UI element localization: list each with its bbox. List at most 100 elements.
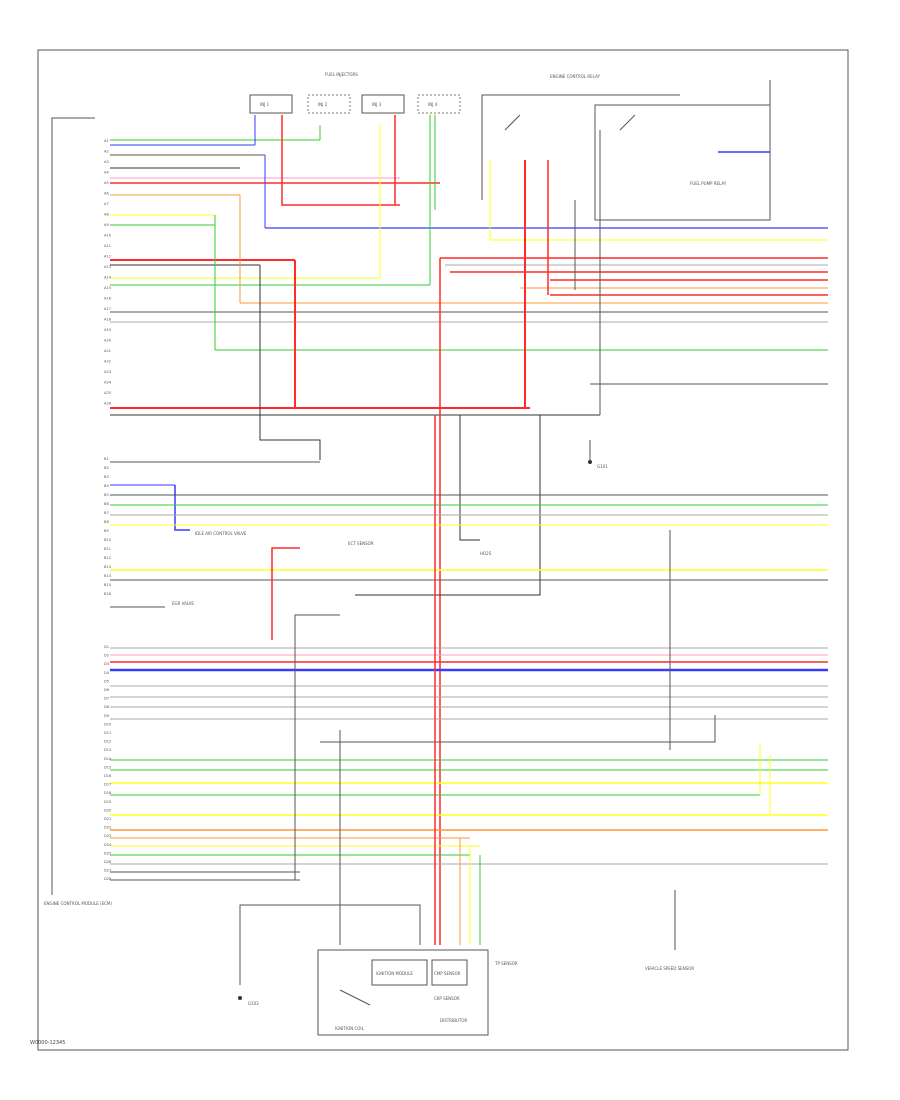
ecm-pin-label: B3	[104, 475, 109, 479]
ecm-pin-label: A6	[104, 192, 109, 196]
wire-group-a	[110, 139, 828, 416]
idle-air-label: IDLE AIR CONTROL VALVE	[195, 531, 247, 536]
ecm-pin-label: B8	[104, 520, 109, 524]
ground-g102	[238, 996, 242, 1000]
ecm-pin-label: A21	[104, 349, 111, 353]
ecm-pins-a: A1A2A3A4A5A6A7A8A9A10A11A12A13A14A15A16A…	[104, 139, 112, 406]
ecm-pin-label: B10	[104, 538, 112, 542]
injector-4-label: INJ 4	[428, 102, 438, 107]
ecm-pin-label: A14	[104, 276, 112, 280]
ecm-relay-label: ENGINE CONTROL RELAY	[550, 74, 600, 79]
ecm-pin-label: A18	[104, 318, 112, 322]
ecm-pin-label: B15	[104, 583, 111, 587]
relay-switch-2	[619, 114, 636, 131]
ckp-sensor-label: CKP SENSOR	[434, 996, 460, 1001]
ecm-pin-label: D22	[104, 826, 111, 830]
ground-g101: G101	[588, 440, 608, 469]
ecm-pin-label: D3	[104, 662, 109, 666]
ecm-pin-label: D17	[104, 783, 111, 787]
ecm-pin-label: D15	[104, 765, 111, 769]
ecm-pin-label: B4	[104, 484, 109, 488]
injector-3-box	[361, 94, 405, 114]
ecm-pin-label: B12	[104, 556, 111, 560]
cmp-sensor-box	[431, 959, 468, 986]
ecm-pin-label: A1	[104, 139, 109, 143]
ecm-pin-label: A5	[104, 181, 109, 185]
ecm-pin-label: B2	[104, 466, 109, 470]
fuel-pump-relay-box	[594, 104, 771, 221]
distributor-box	[317, 949, 489, 1036]
ecm-pin-label: A19	[104, 328, 112, 332]
ecm-pin-label: D10	[104, 722, 112, 726]
ecm-pin-label: D13	[104, 748, 111, 752]
ecm-pin-label: D5	[104, 679, 109, 683]
ecm-pin-label: B7	[104, 511, 109, 515]
ecm-pin-label: B16	[104, 592, 112, 596]
tp-sensor-label: TP SENSOR	[494, 961, 518, 966]
ecm-pin-label: B1	[104, 457, 109, 461]
ecm-pin-label: D16	[104, 774, 112, 778]
ecm-pin-label: A17	[104, 307, 111, 311]
ignition-module-box	[371, 959, 428, 986]
ecm-pin-label: D27	[104, 869, 111, 873]
svg-text:G101: G101	[597, 464, 608, 469]
ecm-pin-label: D28	[104, 877, 112, 881]
ecm-pin-label: A20	[104, 339, 112, 343]
ecm-pin-label: A23	[104, 370, 111, 374]
egr-red-wire	[271, 547, 300, 640]
ecm-pin-label: D25	[104, 851, 111, 855]
ecm-pin-label: D21	[104, 817, 111, 821]
ecm-pin-label: A2	[104, 150, 109, 154]
wire-group-right	[215, 227, 828, 385]
injector-3-label: INJ 3	[372, 102, 382, 107]
ecm-pin-label: A16	[104, 297, 112, 301]
ecm-pins-d: D1D2D3D4D5D6D7D8D9D10D11D12D13D14D15D16D…	[104, 645, 112, 881]
ecm-pin-label: B13	[104, 565, 111, 569]
cmp-sensor-label: CMP SENSOR	[434, 971, 461, 976]
ignition-coil-label: IGNITION COIL	[335, 1026, 365, 1031]
bottom-vertical-wires	[294, 415, 771, 945]
ecm-pin-label: D20	[104, 808, 112, 812]
ecm-pin-label: A26	[104, 402, 112, 406]
ecm-pin-label: D14	[104, 757, 112, 761]
coil-symbol	[339, 989, 371, 1006]
ecm-pin-label: D4	[104, 671, 110, 675]
ecm-pin-label: A10	[104, 234, 112, 238]
ecm-pin-label: D18	[104, 791, 112, 795]
ecm-pin-label: A22	[104, 360, 111, 364]
ecm-pin-label: B14	[104, 574, 112, 578]
ecm-pin-label: A15	[104, 286, 111, 290]
ecm-pin-label: D9	[104, 714, 110, 718]
fuel-pump-relay-label: FUEL PUMP RELAY	[690, 181, 727, 186]
injector-4-box	[417, 94, 461, 114]
ecm-pin-label: D23	[104, 834, 111, 838]
vertical-wires	[214, 115, 601, 945]
ecm-pin-label: D19	[104, 800, 112, 804]
distributor-label: DISTRIBUTOR	[440, 1018, 467, 1023]
injector-2-box	[307, 94, 351, 114]
ignition-module-label: IGNITION MODULE	[376, 971, 413, 976]
ect-label: ECT SENSOR	[348, 541, 374, 546]
ecm-pin-label: B6	[104, 502, 109, 506]
ecm-pin-label: D1	[104, 645, 109, 649]
ecm-label: ENGINE CONTROL MODULE (ECM)	[44, 901, 112, 906]
bottom-left-wire	[239, 904, 421, 985]
ecm-pin-label: A4	[104, 171, 109, 175]
relay-switch-1	[504, 114, 521, 131]
injector-1-label: INJ 1	[260, 102, 270, 107]
ho2s-label: HO2S	[480, 551, 492, 556]
ecm-pin-label: A8	[104, 213, 109, 217]
ecm-pin-label: D8	[104, 705, 110, 709]
ecm-pin-label: A9	[104, 223, 109, 227]
ecm-pin-label: D2	[104, 654, 109, 658]
ground-g102-label: G102	[248, 1001, 259, 1006]
ecm-pin-label: B11	[104, 547, 111, 551]
ecm-pin-label: A13	[104, 265, 111, 269]
ecm-pin-label: D12	[104, 740, 111, 744]
injector-1-box	[249, 94, 293, 114]
ecm-pin-label: D6	[104, 688, 110, 692]
ecm-pin-label: A24	[104, 381, 112, 385]
wire-group-b	[110, 461, 828, 608]
